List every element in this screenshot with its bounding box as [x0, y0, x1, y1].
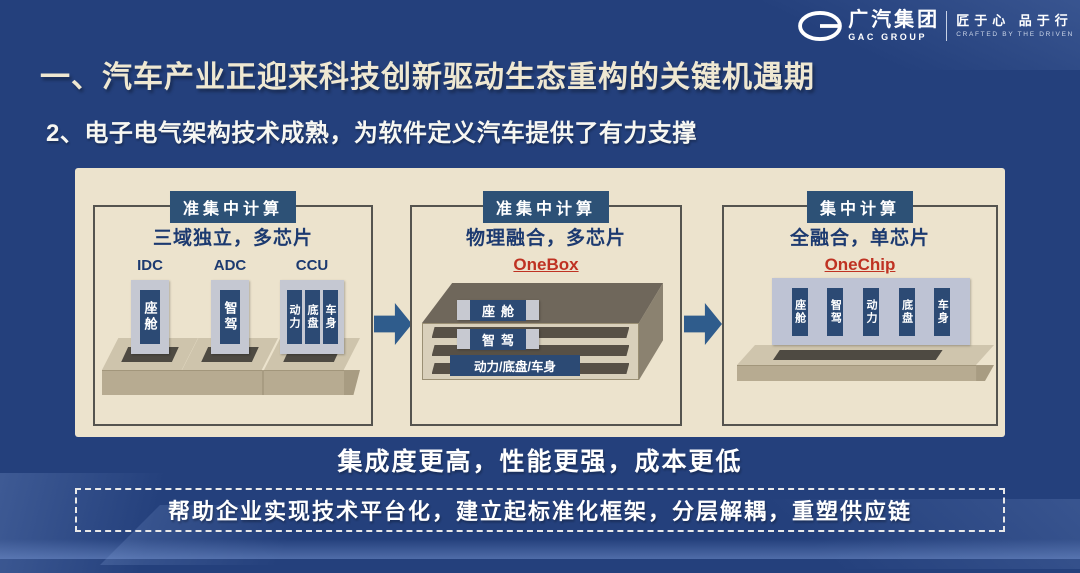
- domain-label-power: 动力: [286, 290, 302, 344]
- chip-ccu: 动力 底盘 车身: [280, 280, 344, 354]
- domain-label-driving: 智驾: [827, 287, 844, 336]
- logo-company-cn: 广汽集团: [848, 9, 941, 31]
- logo-company-en: GAC GROUP: [848, 32, 928, 42]
- onechip-label: OneChip: [824, 255, 896, 274]
- architecture-diagram-panel: 准集中计算 三域独立，多芯片 IDC ADC CCU 座舱 智驾 动力 底盘 车…: [75, 168, 1005, 437]
- summary-text: 集成度更高，性能更强，成本更低: [337, 448, 743, 476]
- onebox-label: OneBox: [513, 255, 579, 274]
- stage3-header: 集中计算: [806, 191, 914, 223]
- socket-front: [182, 370, 262, 395]
- stage-quasi-centralized-fused: 准集中计算 物理融合，多芯片 OneBox 座舱 智驾 动力/底盘/车身: [410, 191, 682, 426]
- stage2-header: 准集中计算: [482, 191, 610, 223]
- arrow-right-icon: [684, 303, 722, 345]
- domain-label-cockpit: 座舱: [791, 287, 808, 336]
- domain-label-driving: 智驾: [220, 290, 240, 344]
- socket-opening: [772, 350, 943, 360]
- domain-label-body: 车身: [934, 287, 951, 336]
- gac-logo: 广汽集团 GAC GROUP 匠于心 品于行 CRAFTED BY THE DR…: [797, 9, 1074, 43]
- stage2-description: 物理融合，多芯片: [465, 228, 626, 249]
- stage1-header: 准集中计算: [169, 191, 297, 223]
- domain-label-chassis: 底盘: [304, 290, 320, 344]
- gac-logo-icon: [798, 11, 843, 41]
- onechip-socket: [737, 345, 994, 383]
- chip-socket: [102, 338, 198, 398]
- page-title: 一、汽车产业正迎来科技创新驱动生态重构的关键机遇期: [40, 61, 815, 94]
- socket-side: [343, 370, 360, 395]
- layer-plate-cockpit: 座舱: [457, 299, 539, 321]
- layer-plate-driving: 智驾: [457, 328, 539, 350]
- socket-front: [264, 370, 344, 395]
- layer-label-cockpit: 座舱: [469, 299, 526, 321]
- stage1-description: 三域独立，多芯片: [152, 228, 313, 249]
- chip-name-ccu: CCU: [295, 257, 329, 274]
- onebox-graphic: 座舱 智驾 动力/底盘/车身: [422, 283, 677, 393]
- stage-quasi-centralized-independent: 准集中计算 三域独立，多芯片 IDC ADC CCU 座舱 智驾 动力 底盘 车…: [93, 191, 373, 426]
- socket-side: [976, 365, 994, 381]
- page-subtitle: 2、电子电气架构技术成熟，为软件定义汽车提供了有力支撑: [46, 120, 697, 147]
- chip-name-idc: IDC: [137, 257, 163, 274]
- footer-callout: 帮助企业实现技术平台化，建立起标准化框架，分层解耦，重塑供应链: [75, 488, 1005, 532]
- socket-front: [102, 370, 182, 395]
- layer-label-driving: 智驾: [469, 328, 526, 350]
- chip-idc: 座舱: [131, 280, 169, 354]
- background-bottom-glow: [0, 539, 1080, 559]
- logo-text: 广汽集团 GAC GROUP: [848, 10, 940, 42]
- domain-label-cockpit: 座舱: [140, 290, 160, 344]
- onebox-shelf-slot: [431, 345, 630, 356]
- arrow-right-icon: [374, 303, 412, 345]
- chip-name-adc: ADC: [213, 257, 247, 274]
- socket-front: [737, 365, 976, 381]
- chip-adc: 智驾: [211, 280, 249, 354]
- logo-divider: [946, 11, 948, 41]
- logo-slogan: 匠于心 品于行 CRAFTED BY THE DRIVEN: [956, 14, 1074, 39]
- logo-slogan-en: CRAFTED BY THE DRIVEN: [956, 30, 1074, 38]
- domain-label-power: 动力: [862, 287, 879, 336]
- stage-centralized: 集中计算 全融合，单芯片 OneChip 座舱 智驾 动力 底盘 车身: [722, 191, 998, 426]
- logo-slogan-cn: 匠于心 品于行: [956, 12, 1073, 28]
- domain-label-chassis: 底盘: [898, 287, 915, 336]
- stage3-description: 全融合，单芯片: [789, 228, 930, 249]
- domain-label-body: 车身: [322, 290, 338, 344]
- onechip-graphic: 座舱 智驾 动力 底盘 车身: [772, 278, 970, 345]
- layer-label-power-chassis-body: 动力/底盘/车身: [450, 355, 580, 376]
